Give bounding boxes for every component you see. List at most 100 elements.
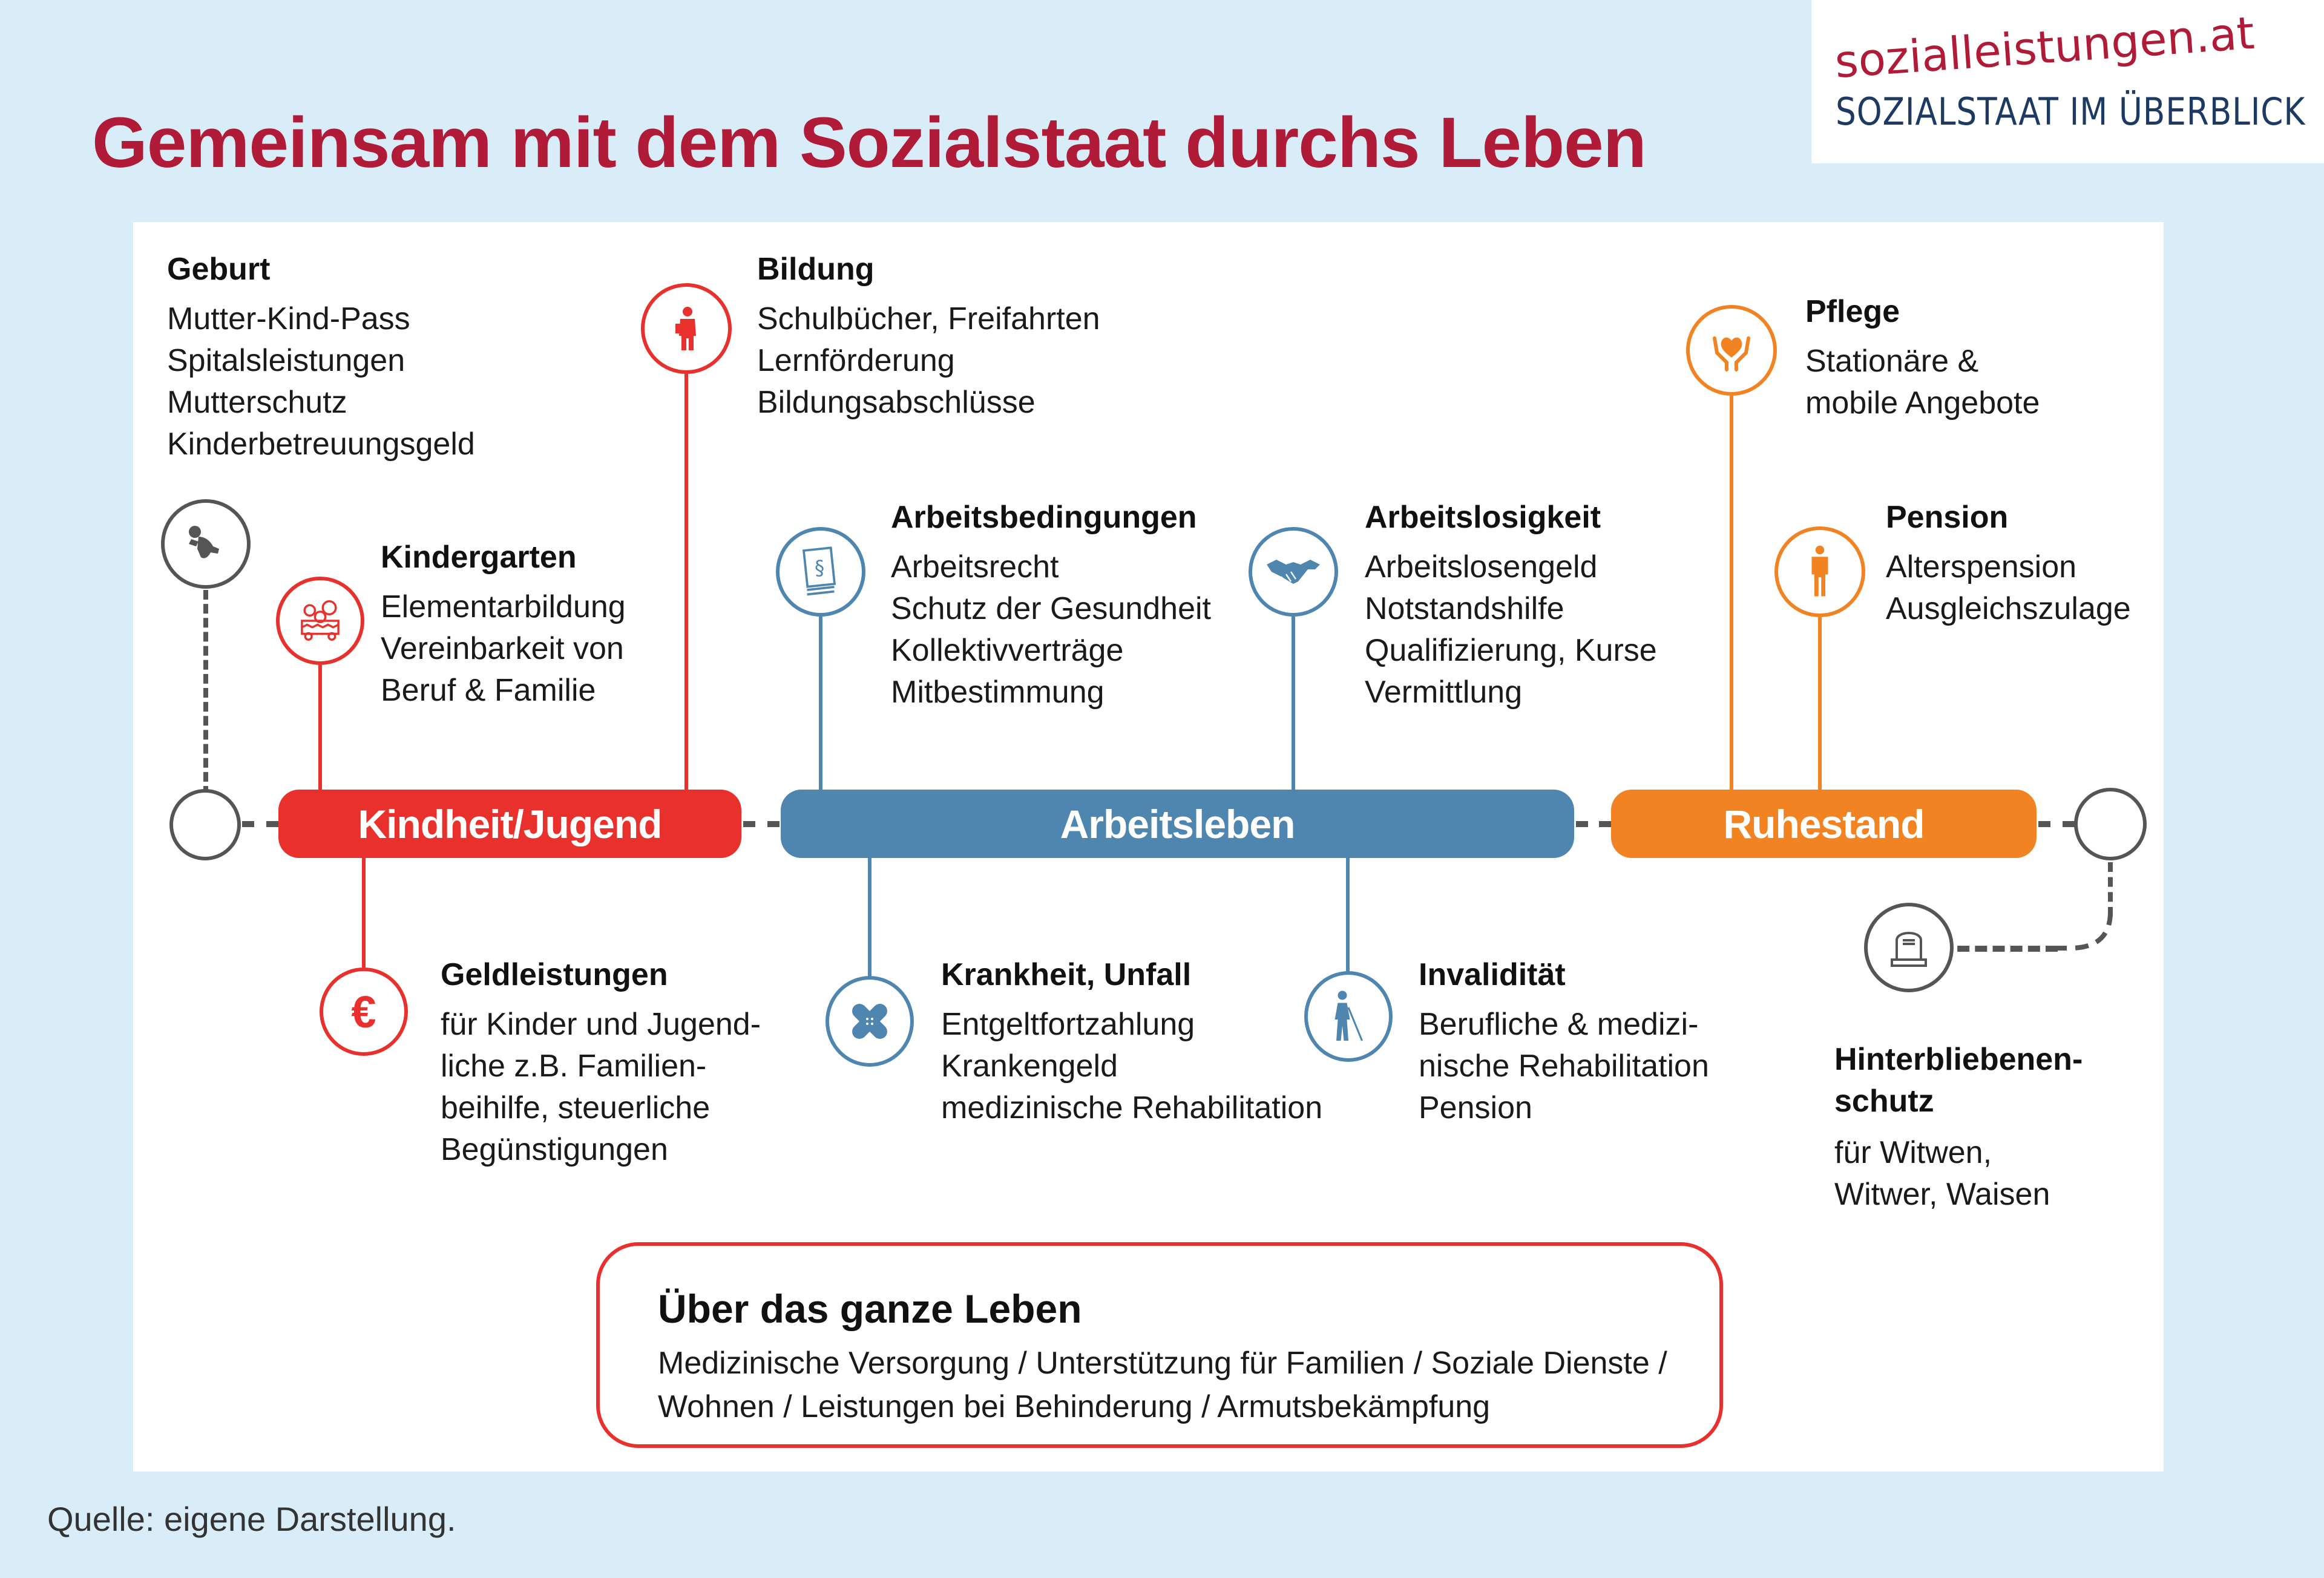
kindergarten-icon-circle — [276, 577, 364, 665]
item-line: Mutterschutz — [167, 385, 347, 420]
item-hinterbliebene-text: Hinterbliebenen- schutz für Witwen, Witw… — [1834, 1039, 2083, 1216]
paragraph-document-icon: § — [802, 546, 836, 596]
item-line: Witwer, Waisen — [1834, 1177, 2050, 1212]
timeline-dash-1 — [242, 821, 278, 827]
item-line: beihilfe, steuerliche — [441, 1090, 711, 1125]
item-line: liche z.B. Familien- — [441, 1049, 707, 1084]
item-line: Schulbücher, Freifahrten — [757, 301, 1100, 336]
student-icon — [675, 307, 696, 350]
item-line: Entgeltfortzahlung — [941, 1007, 1195, 1042]
item-title: Arbeitslosigkeit — [1365, 500, 1601, 535]
hinterbliebene-icon-circle — [1864, 903, 1954, 992]
phase-ruhestand[interactable]: Ruhestand — [1611, 790, 2037, 858]
item-line: Lernförderung — [757, 343, 955, 378]
handshake-icon — [1267, 560, 1320, 584]
pension-icon-circle — [1774, 526, 1865, 617]
euro-icon: € — [351, 986, 376, 1037]
item-line: Notstandshilfe — [1365, 591, 1564, 626]
item-line: mobile Angebote — [1805, 385, 2040, 421]
item-invaliditaet: Invalidität Berufliche & medizi- nische … — [1419, 957, 1709, 1129]
arbeitsbedingungen-icon-circle: § — [776, 527, 865, 617]
item-line: Kollektivverträge — [891, 633, 1124, 668]
invaliditaet-icon-circle — [1304, 971, 1393, 1062]
item-pension: Pension Alterspension Ausgleichszulage — [1886, 499, 2131, 630]
bildung-connector — [684, 374, 688, 790]
phase-label: Ruhestand — [1723, 801, 1925, 846]
item-line: für Witwen, — [1834, 1135, 1992, 1170]
item-line: Krankengeld — [941, 1049, 1118, 1084]
item-arbeitslosigkeit: Arbeitslosigkeit Arbeitslosengeld Notsta… — [1365, 499, 1657, 713]
item-line: Beruf & Familie — [381, 673, 596, 708]
item-kindergarten: Kindergarten Elementarbildung Vereinbark… — [381, 539, 626, 712]
item-krankheit: Krankheit, Unfall Entgeltfortzahlung Kra… — [941, 957, 1322, 1129]
item-line: Mitbestimmung — [891, 675, 1105, 710]
bildung-icon-circle — [641, 283, 732, 374]
item-title: Geburt — [167, 252, 271, 287]
item-title: Bildung — [757, 252, 875, 287]
item-title: Kindergarten — [381, 540, 577, 575]
phase-kindheit-jugend[interactable]: Kindheit/Jugend — [278, 790, 741, 858]
item-title: Arbeitsbedingungen — [891, 500, 1197, 535]
gravestone-icon — [1891, 932, 1927, 967]
item-line: Arbeitsrecht — [891, 549, 1059, 584]
pflege-icon-circle — [1686, 305, 1777, 396]
item-title: Krankheit, Unfall — [941, 957, 1192, 992]
arbeitsbedingungen-connector — [819, 617, 822, 790]
timeline-dash-3 — [1576, 821, 1611, 827]
svg-text:§: § — [815, 557, 824, 580]
elderly-person-icon — [1811, 545, 1828, 597]
item-line: nische Rehabilitation — [1419, 1049, 1709, 1084]
geldleistungen-connector — [362, 858, 366, 967]
item-line: Vermittlung — [1365, 675, 1523, 710]
baby-icon — [189, 526, 219, 558]
birth-connector — [203, 590, 208, 796]
item-line: Stationäre & — [1805, 344, 1979, 379]
pflege-connector — [1730, 396, 1733, 790]
item-title: Geldleistungen — [441, 957, 668, 992]
krankheit-connector — [868, 858, 872, 978]
hands-heart-icon — [1713, 336, 1750, 372]
timeline-dash-4 — [2038, 821, 2075, 827]
item-line: Spitalsleistungen — [167, 343, 405, 378]
item-line: Elementarbildung — [381, 589, 626, 624]
timeline-dash-2 — [743, 821, 780, 827]
bandage-icon — [852, 1004, 887, 1039]
item-line: für Kinder und Jugend- — [441, 1007, 761, 1042]
item-line: medizinische Rehabilitation — [941, 1090, 1323, 1125]
birth-icon-circle — [161, 499, 251, 589]
item-geburt: Geburt Mutter-Kind-Pass Spitalsleistunge… — [167, 251, 475, 465]
person-with-cane-icon — [1334, 990, 1363, 1041]
phase-arbeitsleben[interactable]: Arbeitsleben — [781, 790, 1574, 858]
lifelong-benefits-box: Über das ganze Leben Medizinische Versor… — [596, 1242, 1723, 1448]
krankheit-icon-circle — [826, 976, 914, 1067]
hinterbliebene-connector-horizontal — [1940, 946, 2058, 952]
item-line: Begünstigungen — [441, 1132, 668, 1167]
item-line: Qualifizierung, Kurse — [1365, 633, 1657, 668]
hinterbliebene-connector-vertical — [2108, 862, 2113, 917]
item-geldleistungen: Geldleistungen für Kinder und Jugend- li… — [441, 957, 761, 1171]
kindergarten-connector — [318, 665, 322, 790]
arbeitslosigkeit-connector — [1292, 617, 1295, 790]
item-arbeitsbedingungen: Arbeitsbedingungen Arbeitsrecht Schutz d… — [891, 499, 1211, 713]
item-line: Alterspension — [1886, 549, 2077, 584]
item-line: Schutz der Gesundheit — [891, 591, 1211, 626]
item-line: Vereinbarkeit von — [381, 631, 624, 666]
lifelong-benefits-title: Über das ganze Leben — [658, 1286, 1082, 1331]
timeline-end-node — [2074, 788, 2147, 860]
arbeitslosigkeit-icon-circle — [1249, 527, 1338, 617]
page-title: Gemeinsam mit dem Sozialstaat durchs Leb… — [92, 103, 1647, 183]
phase-label: Arbeitsleben — [1060, 801, 1296, 846]
item-title: Pension — [1886, 500, 2009, 535]
hinterbliebene-connector-curve — [2058, 912, 2113, 951]
logo[interactable]: sozialleistungen.at SOZIALSTAAT IM ÜBERB… — [1811, 0, 2324, 163]
invaliditaet-connector — [1346, 858, 1350, 972]
lifelong-benefits-text: Medizinische Versorgung / Unterstützung … — [658, 1346, 1667, 1424]
item-line: Bildungsabschlüsse — [757, 385, 1036, 420]
item-bildung: Bildung Schulbücher, Freifahrten Lernför… — [757, 251, 1100, 424]
phase-label: Kindheit/Jugend — [358, 801, 663, 846]
diagram-panel: Kindheit/Jugend Arbeitsleben Ruhestand G… — [133, 222, 2164, 1472]
item-line: Kinderbetreuungsgeld — [167, 427, 475, 462]
timeline-start-node — [169, 789, 241, 860]
item-pflege: Pflege Stationäre & mobile Angebote — [1805, 293, 2040, 424]
toy-basket-icon — [301, 600, 340, 641]
